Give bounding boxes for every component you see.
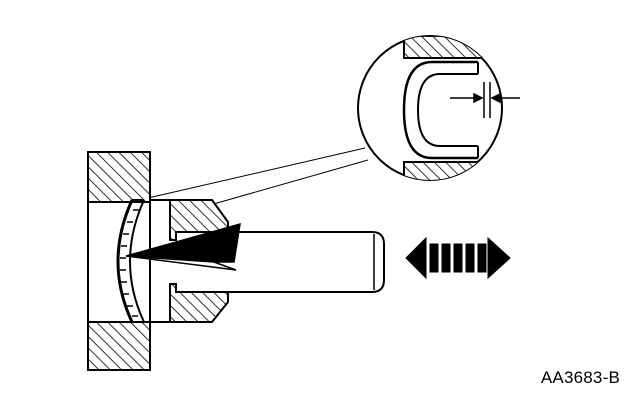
housing-wall [87, 151, 151, 371]
leader-lines [147, 147, 369, 206]
detail-magnifier [357, 35, 520, 181]
figure-reference-code: AA3683-B [540, 368, 620, 387]
movement-arrow [405, 236, 511, 280]
shaft-pin [228, 231, 385, 293]
curved-seal [116, 199, 145, 323]
sleeve-bore [150, 199, 229, 323]
clearance-arrows [450, 92, 520, 104]
force-arrow [125, 222, 241, 271]
